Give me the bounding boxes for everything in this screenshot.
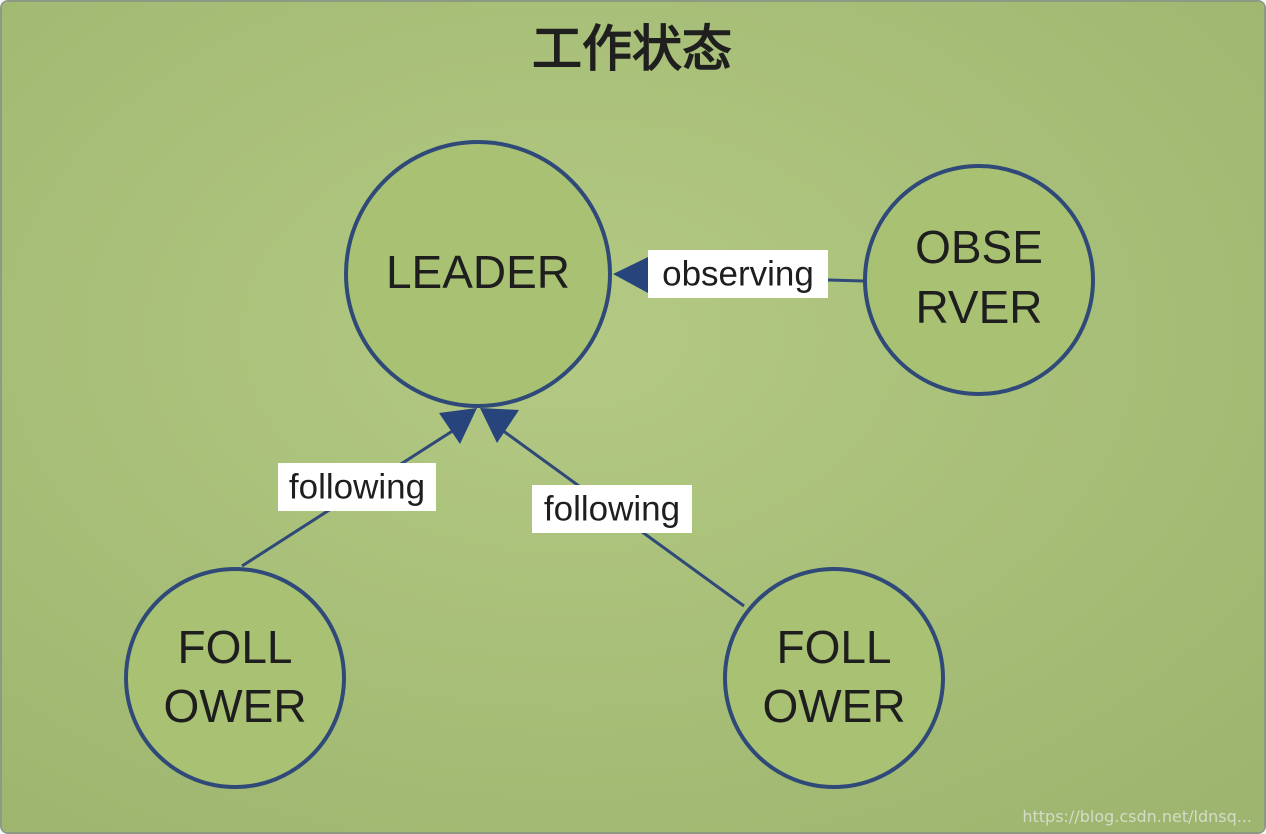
node-follower-left-label-line1: FOLL	[177, 621, 292, 673]
edge-following-right: following	[480, 408, 745, 608]
node-follower-left: FOLL OWER	[124, 567, 346, 789]
edge-following-right-label: following	[544, 490, 680, 529]
edge-following-left-arrowhead	[439, 408, 477, 444]
edge-observing: observing	[613, 250, 865, 298]
node-follower-left-circle	[126, 569, 344, 787]
node-follower-left-outline	[124, 567, 346, 789]
watermark: https://blog.csdn.net/ldnsq...	[1022, 807, 1252, 826]
edge-observing-arrowhead	[613, 257, 648, 293]
node-leader-outline	[344, 140, 612, 408]
edge-following-left: following	[241, 408, 477, 568]
edge-observing-label: observing	[662, 255, 814, 294]
node-follower-right: FOLL OWER	[723, 567, 945, 789]
node-leader-label: LEADER	[386, 246, 570, 298]
node-follower-left-label-line2: OWER	[163, 680, 306, 732]
node-follower-right-outline	[723, 567, 945, 789]
diagram-title: 工作状态	[532, 20, 732, 78]
edge-following-left-label-box	[278, 463, 436, 511]
node-leader-circle	[346, 142, 610, 406]
node-observer-outline	[863, 164, 1095, 396]
edge-following-left-label: following	[289, 468, 425, 507]
edge-following-right-label-box	[532, 485, 692, 533]
node-observer-circle	[865, 166, 1093, 394]
node-leader: LEADER	[344, 140, 612, 408]
edge-following-right-arrowhead	[480, 408, 519, 443]
node-follower-right-label-line2: OWER	[762, 680, 905, 732]
node-observer: OBSE RVER	[863, 164, 1095, 396]
edge-observing-label-box	[648, 250, 828, 298]
node-follower-right-label-line1: FOLL	[776, 621, 891, 673]
node-follower-right-circle	[725, 569, 943, 787]
node-observer-label-line2: RVER	[916, 281, 1043, 333]
node-observer-label-line1: OBSE	[915, 221, 1043, 273]
